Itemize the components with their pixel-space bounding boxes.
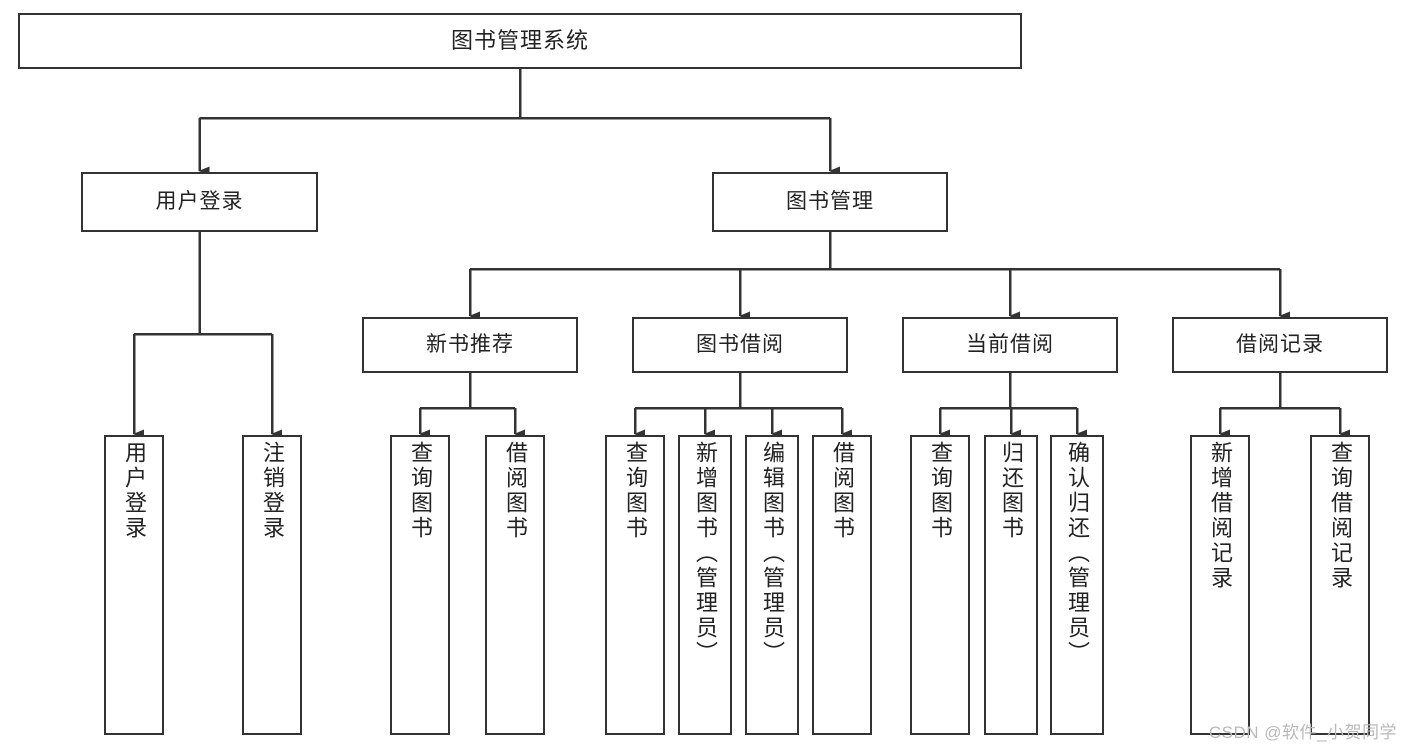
node-user-login[interactable]: 用户登录: [81, 172, 318, 232]
node-current-borrow[interactable]: 当前借阅: [902, 317, 1118, 373]
node-leaf-confirm-return[interactable]: 确认归还（管理员）: [1050, 435, 1104, 735]
node-book-borrow[interactable]: 图书借阅: [632, 317, 848, 373]
node-leaf-return-book[interactable]: 归还图书: [984, 435, 1038, 735]
node-leaf-add-record[interactable]: 新增借阅记录: [1190, 435, 1250, 735]
node-label: 新增借阅记录: [1208, 441, 1233, 591]
node-borrow-record[interactable]: 借阅记录: [1172, 317, 1388, 373]
node-label: 注销登录: [260, 441, 285, 541]
node-leaf-query-book-3[interactable]: 查询图书: [910, 435, 970, 735]
node-label: 当前借阅: [966, 332, 1054, 356]
node-label: 查询图书: [623, 441, 648, 541]
node-leaf-edit-book[interactable]: 编辑图书（管理员）: [745, 435, 799, 735]
node-leaf-query-record[interactable]: 查询借阅记录: [1310, 435, 1370, 735]
node-label: 借阅记录: [1236, 332, 1324, 356]
node-label: 编辑图书（管理员）: [760, 441, 785, 666]
node-new-book-rec[interactable]: 新书推荐: [362, 317, 578, 373]
node-label: 查询图书: [408, 441, 433, 541]
node-label: 借阅图书: [830, 441, 855, 541]
node-label: 新书推荐: [426, 332, 514, 356]
node-label: 借阅图书: [503, 441, 528, 541]
node-label: 归还图书: [999, 441, 1024, 541]
node-leaf-query-book-2[interactable]: 查询图书: [605, 435, 665, 735]
node-label: 查询图书: [928, 441, 953, 541]
node-label: 图书管理系统: [450, 28, 589, 54]
node-leaf-add-book[interactable]: 新增图书（管理员）: [678, 435, 732, 735]
node-label: 用户登录: [155, 189, 244, 213]
node-label: 用户登录: [122, 441, 147, 541]
node-root[interactable]: 图书管理系统: [18, 13, 1022, 69]
node-leaf-user-login[interactable]: 用户登录: [104, 435, 164, 735]
node-book-manage[interactable]: 图书管理: [712, 172, 948, 232]
node-leaf-user-logout[interactable]: 注销登录: [242, 435, 302, 735]
node-leaf-borrow-book-2[interactable]: 借阅图书: [812, 435, 872, 735]
node-leaf-query-book-1[interactable]: 查询图书: [390, 435, 450, 735]
node-leaf-borrow-book-1[interactable]: 借阅图书: [485, 435, 545, 735]
node-label: 新增图书（管理员）: [693, 441, 718, 666]
node-label: 查询借阅记录: [1328, 441, 1353, 591]
node-label: 确认归还（管理员）: [1065, 441, 1090, 666]
node-label: 图书管理: [786, 189, 874, 213]
connector-lines: [132, 69, 1350, 439]
watermark-text: CSDN @软件_小贺同学: [1208, 723, 1397, 742]
node-label: 图书借阅: [696, 332, 784, 356]
